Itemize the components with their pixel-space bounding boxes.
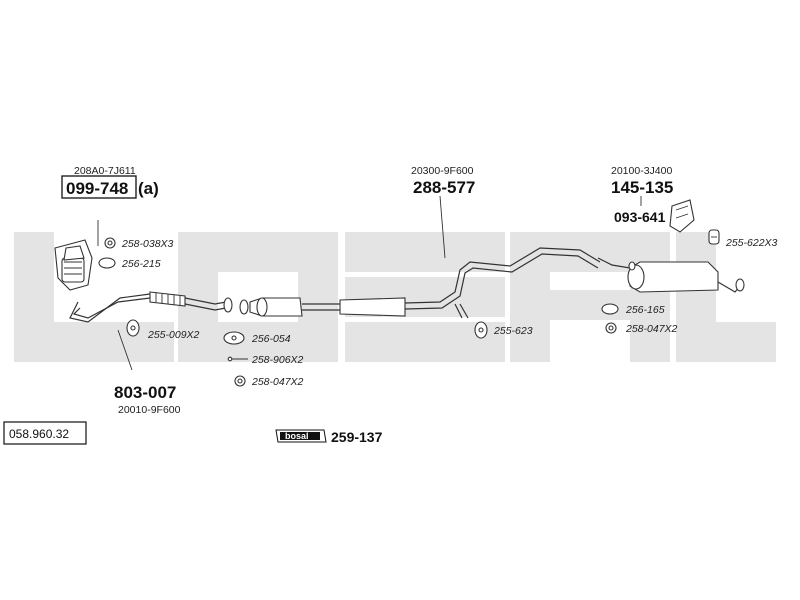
gasket-icon-256-215[interactable]: [98, 257, 116, 269]
reference-number: 058.960.32: [9, 427, 69, 441]
rear-bracket-drawing[interactable]: [669, 199, 695, 233]
catalytic-converter-drawing[interactable]: [54, 239, 93, 291]
kit-logo-text: bosal: [285, 431, 309, 441]
part-label-255-009: 255-009X2: [147, 329, 200, 341]
rear-muffler-part-number[interactable]: 145-135: [611, 178, 673, 197]
part-label-258-906: 258-906X2: [251, 354, 304, 366]
center-pipe-oem-number: 20300-9F600: [411, 165, 474, 177]
cat-part-suffix: (a): [138, 179, 159, 198]
center-pipe-part-number[interactable]: 288-577: [413, 178, 475, 197]
part-label-258-047-front: 258-047X2: [251, 376, 304, 388]
gasket-icon-256-054[interactable]: [223, 331, 245, 345]
bolt-icon-258-906[interactable]: [227, 356, 248, 362]
rear-muffler-drawing[interactable]: [597, 257, 745, 293]
part-label-256-054: 256-054: [251, 333, 291, 345]
watermark: [14, 232, 776, 362]
part-label-256-165: 256-165: [625, 304, 665, 316]
rear-muffler-oem-number: 20100-3J400: [611, 165, 672, 177]
part-label-255-623: 255-623: [493, 325, 533, 337]
front-pipe-part-number[interactable]: 803-007: [114, 383, 176, 402]
kit-bosal-logo-icon: bosal: [275, 429, 327, 443]
front-pipe-oem-number: 20010-9F600: [118, 404, 181, 416]
part-label-258-047-rear: 258-047X2: [625, 323, 678, 335]
part-label-256-215: 256-215: [121, 258, 161, 270]
cat-oem-number: 208A0-7J611: [74, 165, 136, 177]
center-section-drawing[interactable]: [239, 247, 601, 319]
front-pipe-drawing[interactable]: [69, 291, 233, 323]
clamp-icon-255-622[interactable]: [708, 229, 720, 245]
nut-icon-258-047-front[interactable]: [234, 375, 246, 387]
gasket-icon-256-165[interactable]: [601, 303, 619, 315]
reference-box: [3, 421, 87, 445]
rear-bracket-part-number[interactable]: 093-641: [614, 209, 666, 225]
part-label-255-622: 255-622X3: [725, 237, 778, 249]
hanger-icon-255-623[interactable]: [474, 321, 488, 339]
cat-part-box: [61, 175, 137, 199]
part-label-258-038: 258-038X3: [121, 238, 174, 250]
gasket-icon-258-038[interactable]: [104, 237, 116, 249]
nut-icon-258-047-rear[interactable]: [605, 322, 617, 334]
hanger-icon-255-009[interactable]: [126, 319, 140, 337]
kit-part-number[interactable]: 259-137: [331, 429, 383, 445]
cat-part-number[interactable]: 099-748: [66, 179, 128, 198]
